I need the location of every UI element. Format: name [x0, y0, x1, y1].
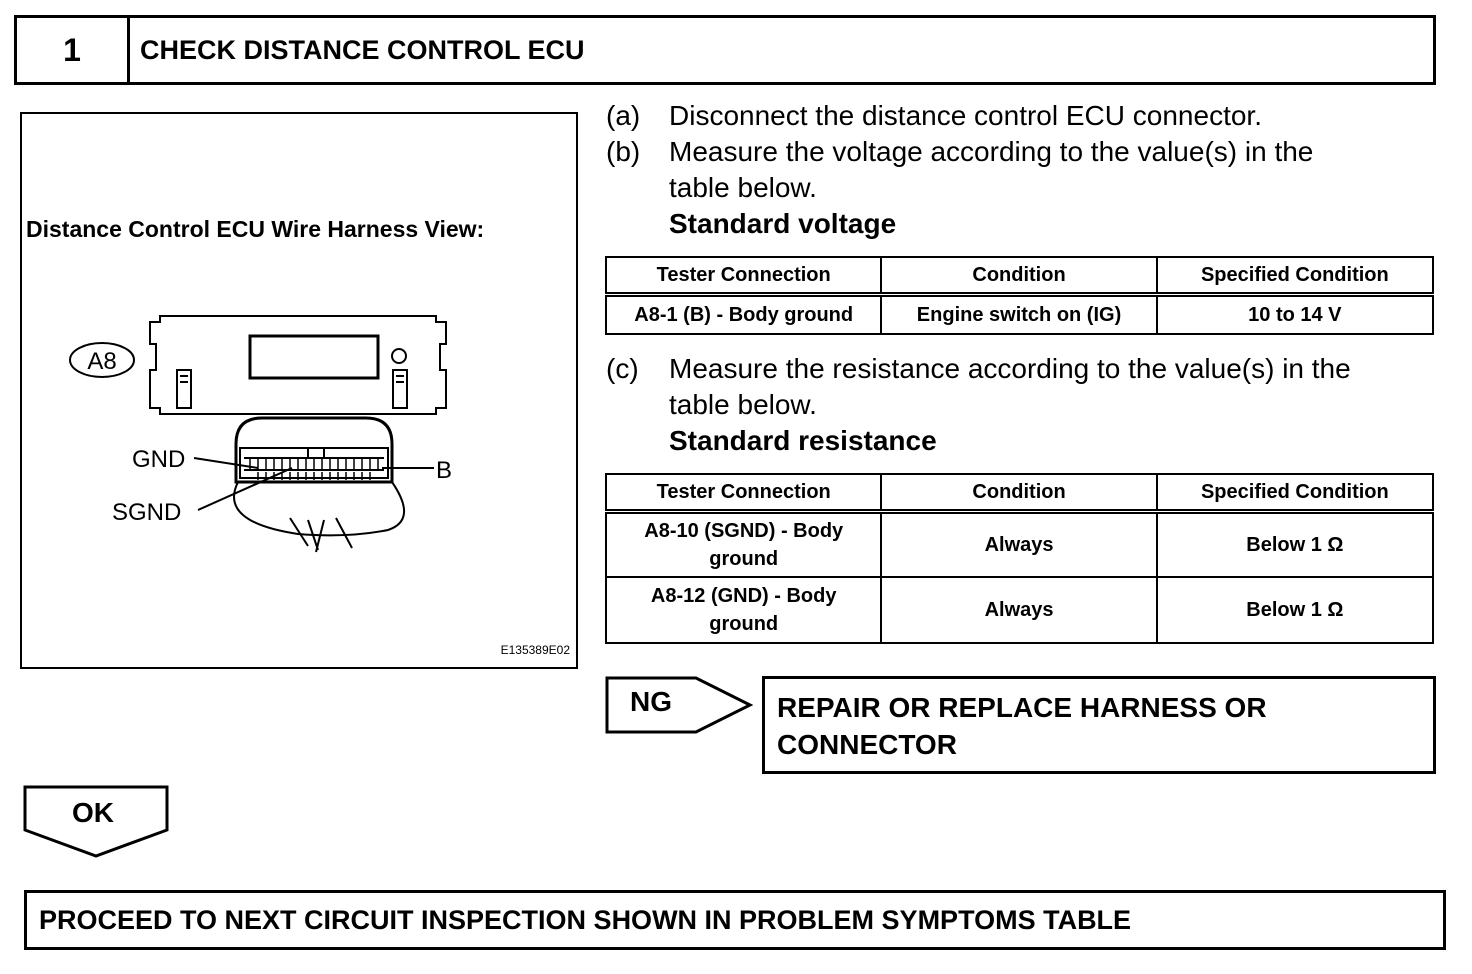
table-header: Tester Connection [604, 473, 883, 514]
resistance-table: Tester Connection Condition Specified Co… [604, 473, 1435, 644]
ok-label: OK [72, 797, 114, 828]
instruction-text: Measure the voltage according to the val… [669, 136, 1314, 167]
table-cell: A8-12 (GND) - Body ground [604, 576, 883, 644]
pin-label-gnd: GND [132, 446, 185, 473]
instruction-text: Measure the resistance according to the … [669, 353, 1351, 384]
table-cell: Always [880, 576, 1158, 644]
harness-figure: Distance Control ECU Wire Harness View: [20, 112, 578, 669]
table-cell: Always [880, 510, 1158, 578]
table-cell: A8-10 (SGND) - Body ground [604, 510, 883, 578]
table-header: Specified Condition [1155, 473, 1435, 514]
step-header: 1 CHECK DISTANCE CONTROL ECU [14, 15, 1436, 85]
ok-arrow-icon [23, 785, 169, 858]
table-row: A8-12 (GND) - Body ground Always Below 1… [604, 576, 1435, 644]
table-cell: Engine switch on (IG) [880, 293, 1158, 335]
table-row: A8-10 (SGND) - Body ground Always Below … [604, 510, 1435, 578]
instruction-label: (c) [606, 353, 639, 384]
instruction-label: (a) [606, 100, 641, 131]
standard-resistance-heading: Standard resistance [669, 425, 937, 456]
standard-voltage-heading: Standard voltage [669, 208, 897, 239]
figure-code: E135389E02 [500, 643, 570, 657]
table-header: Condition [880, 256, 1158, 297]
instruction-text: table below. [669, 389, 817, 420]
instruction-text: table below. [669, 172, 817, 203]
voltage-table: Tester Connection Condition Specified Co… [604, 256, 1435, 335]
table-cell: A8-1 (B) - Body ground [604, 293, 883, 335]
instruction-text: Disconnect the distance control ECU conn… [669, 100, 1262, 131]
step-number: 1 [17, 18, 130, 82]
step-title: CHECK DISTANCE CONTROL ECU [140, 34, 585, 65]
ng-action-line: REPAIR OR REPLACE HARNESS OR [777, 692, 1267, 723]
figure-title: Distance Control ECU Wire Harness View: [26, 216, 485, 242]
table-header: Condition [880, 473, 1158, 514]
table-row: A8-1 (B) - Body ground Engine switch on … [604, 293, 1435, 335]
proceed-box: PROCEED TO NEXT CIRCUIT INSPECTION SHOWN… [24, 890, 1446, 950]
instruction-label: (b) [606, 136, 641, 167]
table-cell: Below 1 Ω [1155, 510, 1435, 578]
connector-code-label: A8 [87, 348, 116, 375]
pin-label-sgnd: SGND [112, 499, 181, 526]
ng-action-box: REPAIR OR REPLACE HARNESS OR CONNECTOR [762, 676, 1436, 774]
table-header: Specified Condition [1155, 256, 1435, 297]
table-cell: Below 1 Ω [1155, 576, 1435, 644]
table-header: Tester Connection [604, 256, 883, 297]
table-cell: 10 to 14 V [1155, 293, 1435, 335]
ng-arrow-icon [605, 676, 754, 734]
ng-label: NG [630, 686, 672, 717]
ng-action-line: CONNECTOR [777, 729, 957, 760]
connector-diagram: A8 GND SGND B [69, 315, 452, 553]
pin-label-b: B [436, 457, 452, 484]
